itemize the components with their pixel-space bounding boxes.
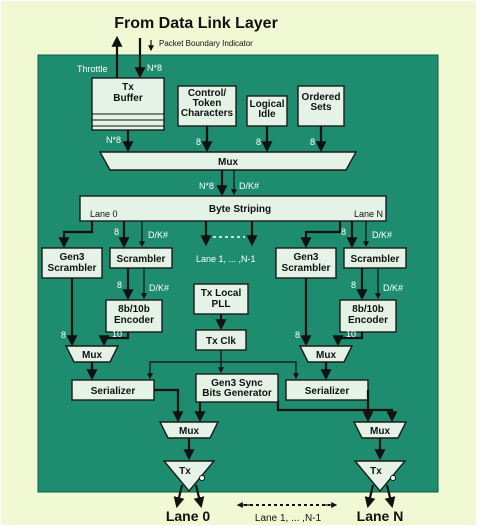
laneN-scrambler bbox=[343, 247, 407, 269]
throttle-label: Throttle bbox=[77, 64, 108, 74]
lane0-scrambler-label: Scrambler bbox=[117, 254, 166, 265]
gen3-sync-bits-block bbox=[195, 373, 279, 403]
laneN-mux-label: Mux bbox=[316, 350, 336, 361]
footer-middle-lanes-label: Lane 1, ... ,N-1 bbox=[255, 513, 322, 524]
tx-buffer-block bbox=[91, 77, 165, 131]
lane0-out-wire-n bbox=[193, 484, 205, 509]
byte-striping-lane0-label: Lane 0 bbox=[90, 209, 118, 219]
laneN-encoder-dk-label: D/K# bbox=[383, 283, 403, 293]
lane0-scrambler bbox=[109, 247, 173, 269]
lane0-encoder-out-wire bbox=[98, 332, 130, 347]
byte-striping-label: Byte Striping bbox=[209, 204, 271, 215]
tx-buffer-width-label: N*8 bbox=[106, 135, 121, 145]
lane0-scrambler-width-label: 8 bbox=[117, 280, 122, 290]
lane0-gen3-wire bbox=[58, 221, 94, 249]
lane0-serializer-out-wire bbox=[154, 388, 180, 400]
tx-clk-label: Tx Clk bbox=[206, 336, 236, 347]
laneN-tx-label: Tx bbox=[370, 466, 382, 477]
laneN-gen3-width-label: 8 bbox=[295, 330, 300, 340]
n8-input-label: N*8 bbox=[147, 63, 162, 73]
laneN-gen3-scrambler bbox=[275, 247, 337, 279]
logical-idle-width-label: 8 bbox=[256, 137, 261, 147]
lane0-tx-invert-dot bbox=[199, 475, 205, 481]
footer-laneN-label: Lane N bbox=[357, 508, 404, 524]
laneN-dk-label: D/K# bbox=[372, 230, 392, 240]
middle-lanes-label: Lane 1, ... ,N-1 bbox=[196, 254, 256, 264]
laneN-scrambler-label: Scrambler bbox=[351, 254, 400, 265]
lane0-serializer-label: Serializer bbox=[91, 386, 136, 397]
packet-indicator-label: Packet Boundary Indicator bbox=[159, 39, 253, 48]
header-title: From Data Link Layer bbox=[114, 15, 278, 32]
laneN-out-mux bbox=[352, 421, 408, 439]
lane0-mux-label: Mux bbox=[82, 350, 102, 361]
laneN-scrambler-width-label: 8 bbox=[351, 280, 356, 290]
tx-local-pll-block bbox=[193, 283, 249, 315]
lane0-encoder bbox=[105, 299, 163, 333]
lane0-out-mux bbox=[158, 421, 220, 439]
ordered-sets-width-label: 8 bbox=[310, 137, 315, 147]
control-token-width-label: 8 bbox=[196, 137, 201, 147]
lane0-encoder-width-label: 10 bbox=[112, 329, 122, 339]
lane0-mux bbox=[64, 345, 120, 363]
lane0-out-mux-label: Mux bbox=[179, 426, 199, 437]
laneN-tx-invert-dot bbox=[390, 475, 396, 481]
lane0-tx-label: Tx bbox=[179, 466, 191, 477]
lane0-encoder-dk-label: D/K# bbox=[149, 283, 169, 293]
laneN-out-mux-label: Mux bbox=[370, 426, 390, 437]
laneN-out-wire-p bbox=[364, 484, 376, 509]
top-mux-label: Mux bbox=[218, 157, 238, 168]
laneN-out-wire-n bbox=[384, 484, 396, 509]
top-mux bbox=[98, 151, 358, 171]
logical-idle-block bbox=[246, 95, 288, 127]
laneN-encoder-width-label: 10 bbox=[346, 329, 356, 339]
lane0-dk-label: D/K# bbox=[148, 230, 168, 240]
laneN-encoder bbox=[339, 299, 397, 333]
laneN-encoder-out-wire bbox=[332, 332, 364, 347]
laneN-mux bbox=[298, 345, 354, 363]
byte-striping-laneN-label: Lane N bbox=[354, 209, 383, 219]
laneN-sync-wire bbox=[276, 400, 398, 423]
mux-data-width-label: N*8 bbox=[199, 181, 214, 191]
footer-lane0-label: Lane 0 bbox=[166, 508, 211, 524]
clk-to-lane0-serializer-wire bbox=[147, 361, 221, 380]
lane0-out-wire-p bbox=[173, 484, 185, 509]
lane0-data-width-label: 8 bbox=[114, 227, 119, 237]
laneN-data-width-label: 8 bbox=[341, 227, 346, 237]
byte-striping-block bbox=[79, 195, 387, 222]
ordered-sets-block bbox=[297, 85, 345, 127]
laneN-serializer-label: Serializer bbox=[305, 386, 350, 397]
laneN-gen3-wire bbox=[300, 221, 342, 249]
lane0-gen3-width-label: 8 bbox=[61, 330, 66, 340]
mux-dk-label: D/K# bbox=[239, 181, 259, 191]
control-token-block bbox=[177, 85, 237, 127]
clk-to-laneN-serializer-wire bbox=[221, 361, 299, 380]
